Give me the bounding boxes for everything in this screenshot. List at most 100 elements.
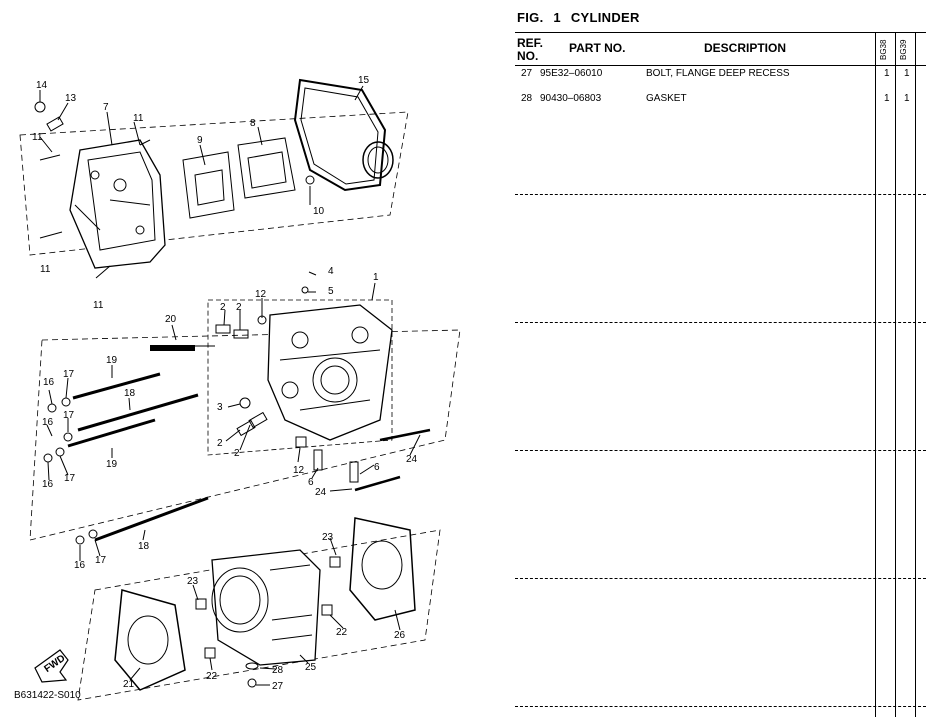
callout-20: 20: [165, 314, 177, 325]
cylinder-group-outline: [77, 529, 441, 701]
callout-24: 24: [315, 487, 327, 498]
callout-9: 9: [197, 135, 203, 146]
row-qty-model-a: 1: [884, 93, 890, 104]
bolt-24a: [379, 428, 431, 442]
table-header-rule: [515, 65, 926, 66]
callout-16: 16: [42, 417, 54, 428]
header-ref-line2: NO.: [517, 49, 539, 63]
header-description: DESCRIPTION: [704, 41, 787, 55]
head-cover-group-outline: [19, 111, 409, 256]
callout-12: 12: [255, 289, 267, 300]
callout-7: 7: [103, 102, 109, 113]
cylinder-head-group-outline: [29, 329, 461, 541]
bolt-24b: [354, 475, 401, 492]
row-ref: 27: [521, 68, 533, 79]
callout-10: 10: [313, 206, 325, 217]
callout-24: 24: [406, 454, 418, 465]
row-description: BOLT, FLANGE DEEP RECESS: [646, 68, 790, 79]
figure-title: FIG. 1 CYLINDER: [517, 10, 646, 25]
row-group-divider: [515, 578, 926, 579]
callout-8: 8: [250, 118, 256, 129]
gasket-15: [293, 78, 387, 192]
callout-17: 17: [63, 369, 75, 380]
forward-direction-arrow: FWD: [34, 649, 69, 683]
callout-26: 26: [394, 630, 406, 641]
header-part-no: PART NO.: [569, 41, 626, 55]
row-group-divider: [515, 194, 926, 195]
column-divider-model-b: [895, 32, 896, 717]
callout-17: 17: [64, 473, 76, 484]
header-model-b: BG39: [899, 39, 908, 60]
callout-2: 2: [220, 302, 226, 313]
gasket-9: [182, 151, 235, 219]
exploded-parts-diagram: FWD 14 13 7 11 11 11 11 9 8 15 10 4 5 1 …: [14, 75, 461, 701]
callout-21: 21: [123, 679, 135, 690]
callout-1: 1: [373, 272, 379, 283]
header-ref-line1: REF.: [517, 36, 544, 50]
callout-19: 19: [106, 355, 118, 366]
callout-22: 22: [206, 671, 218, 682]
row-part-no: 95E32–06010: [540, 68, 603, 79]
figure-label: FIG.: [517, 10, 544, 25]
cylinder-head: [267, 304, 393, 441]
row-qty-model-a: 1: [884, 68, 890, 79]
callout-22: 22: [336, 627, 348, 638]
row-part-no: 90430–06803: [540, 93, 602, 104]
callout-27: 27: [272, 681, 284, 692]
table-top-rule: [515, 32, 926, 33]
callout-19: 19: [106, 459, 118, 470]
cylinder-head-cover: [69, 139, 166, 269]
column-divider-end: [915, 32, 916, 717]
row-group-divider: [515, 706, 926, 707]
stud-bolt-19a: [72, 372, 161, 400]
callout-16: 16: [43, 377, 55, 388]
stud-bolt-18a: [77, 393, 199, 432]
callout-2: 2: [236, 302, 242, 313]
row-qty-model-b: 1: [904, 93, 910, 104]
row-description: GASKET: [646, 93, 687, 104]
cylinder-block: [211, 549, 321, 666]
callout-4: 4: [328, 266, 334, 277]
plate-8: [237, 137, 296, 199]
stud-bolt-18b: [94, 496, 209, 542]
parts-table: REF. NO. PART NO. DESCRIPTION BG38 BG39 …: [515, 32, 926, 717]
callout-2: 2: [234, 448, 240, 459]
column-divider-model-a: [875, 32, 876, 717]
callout-3: 3: [217, 402, 223, 413]
figure-number: 1: [553, 10, 561, 25]
row-group-divider: [515, 450, 926, 451]
header-ref-no: REF. NO.: [517, 37, 543, 63]
callout-12: 12: [293, 465, 305, 476]
callout-6: 6: [308, 477, 314, 488]
cylinder-head-box-outline: [207, 299, 393, 456]
callout-6: 6: [374, 462, 380, 473]
figure-name: CYLINDER: [570, 10, 640, 25]
callout-18: 18: [138, 541, 150, 552]
callout-2: 2: [217, 438, 223, 449]
callout-11: 11: [133, 113, 144, 124]
callout-14: 14: [36, 80, 48, 91]
callout-11: 11: [40, 264, 51, 275]
callout-labels: 14 13 7 11 11 11 11 9 8 15 10 4 5 1 2 2 …: [32, 75, 418, 692]
callout-25: 25: [305, 662, 317, 673]
callout-18: 18: [124, 388, 136, 399]
callout-13: 13: [65, 93, 77, 104]
callout-15: 15: [358, 75, 370, 86]
table-row: 28 90430–06803 GASKET 1 1: [515, 93, 926, 107]
callout-11: 11: [32, 132, 43, 143]
callout-28: 28: [272, 665, 284, 676]
stud-bolt-19b: [67, 418, 156, 448]
diagram-code: B631422-S010: [14, 690, 81, 701]
callout-16: 16: [42, 479, 54, 490]
header-model-a: BG38: [879, 39, 888, 60]
callout-11: 11: [93, 300, 104, 311]
callout-16: 16: [74, 560, 86, 571]
table-row: 27 95E32–06010 BOLT, FLANGE DEEP RECESS …: [515, 68, 926, 82]
callout-5: 5: [328, 286, 334, 297]
callout-23: 23: [187, 576, 199, 587]
row-qty-model-b: 1: [904, 68, 910, 79]
gasket-21: [114, 589, 186, 691]
callout-17: 17: [95, 555, 107, 566]
callout-23: 23: [322, 532, 334, 543]
row-ref: 28: [521, 93, 533, 104]
